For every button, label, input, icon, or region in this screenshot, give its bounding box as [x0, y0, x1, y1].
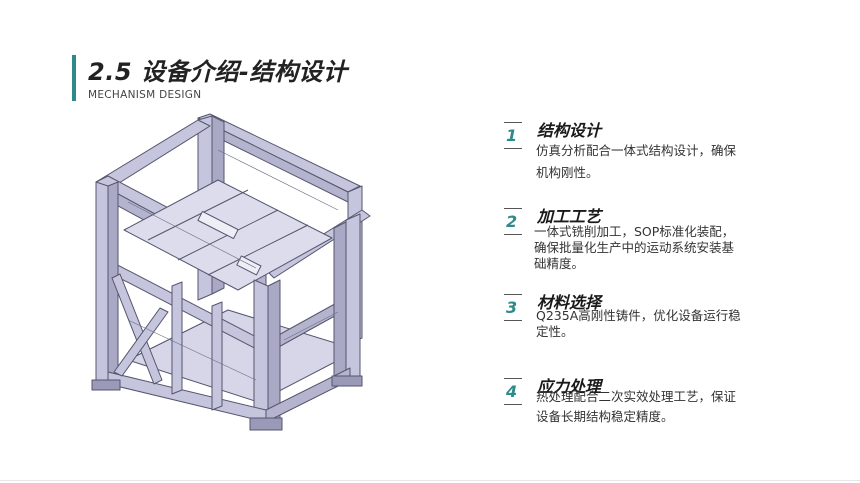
feature-title: 加工工艺 [537, 207, 602, 226]
page-title: 2.5 设备介绍-结构设计 [88, 58, 348, 86]
feature-number: 4 [506, 382, 518, 401]
machine-frame-illustration [91, 113, 371, 431]
feature-description: 仿真分析配合一体式结构设计，确保 机构刚性。 [536, 143, 737, 180]
divider [504, 234, 522, 235]
feature-title: 结构设计 [537, 121, 602, 140]
divider [504, 404, 522, 405]
feature-number: 3 [506, 298, 518, 317]
divider [504, 148, 522, 149]
footer-divider [0, 480, 860, 481]
feature-description: 热处理配合二次实效处理工艺，保证 设备长期结构稳定精度。 [536, 389, 737, 424]
page-subtitle: MECHANISM DESIGN [88, 89, 202, 101]
divider [504, 378, 522, 379]
title-accent-bar [72, 55, 76, 101]
divider [504, 294, 522, 295]
divider [504, 320, 522, 321]
feature-number: 2 [506, 212, 518, 231]
divider [504, 208, 522, 209]
divider [504, 122, 522, 123]
feature-number: 1 [506, 126, 518, 145]
feature-title: 应力处理 [537, 377, 602, 396]
feature-description: 一体式铣削加工，SOP标准化装配， 确保批量化生产中的运动系统安装基 础精度。 [534, 224, 735, 271]
feature-description: Q235A高刚性铸件，优化设备运行稳 定性。 [536, 308, 741, 339]
feature-title: 材料选择 [537, 293, 602, 312]
